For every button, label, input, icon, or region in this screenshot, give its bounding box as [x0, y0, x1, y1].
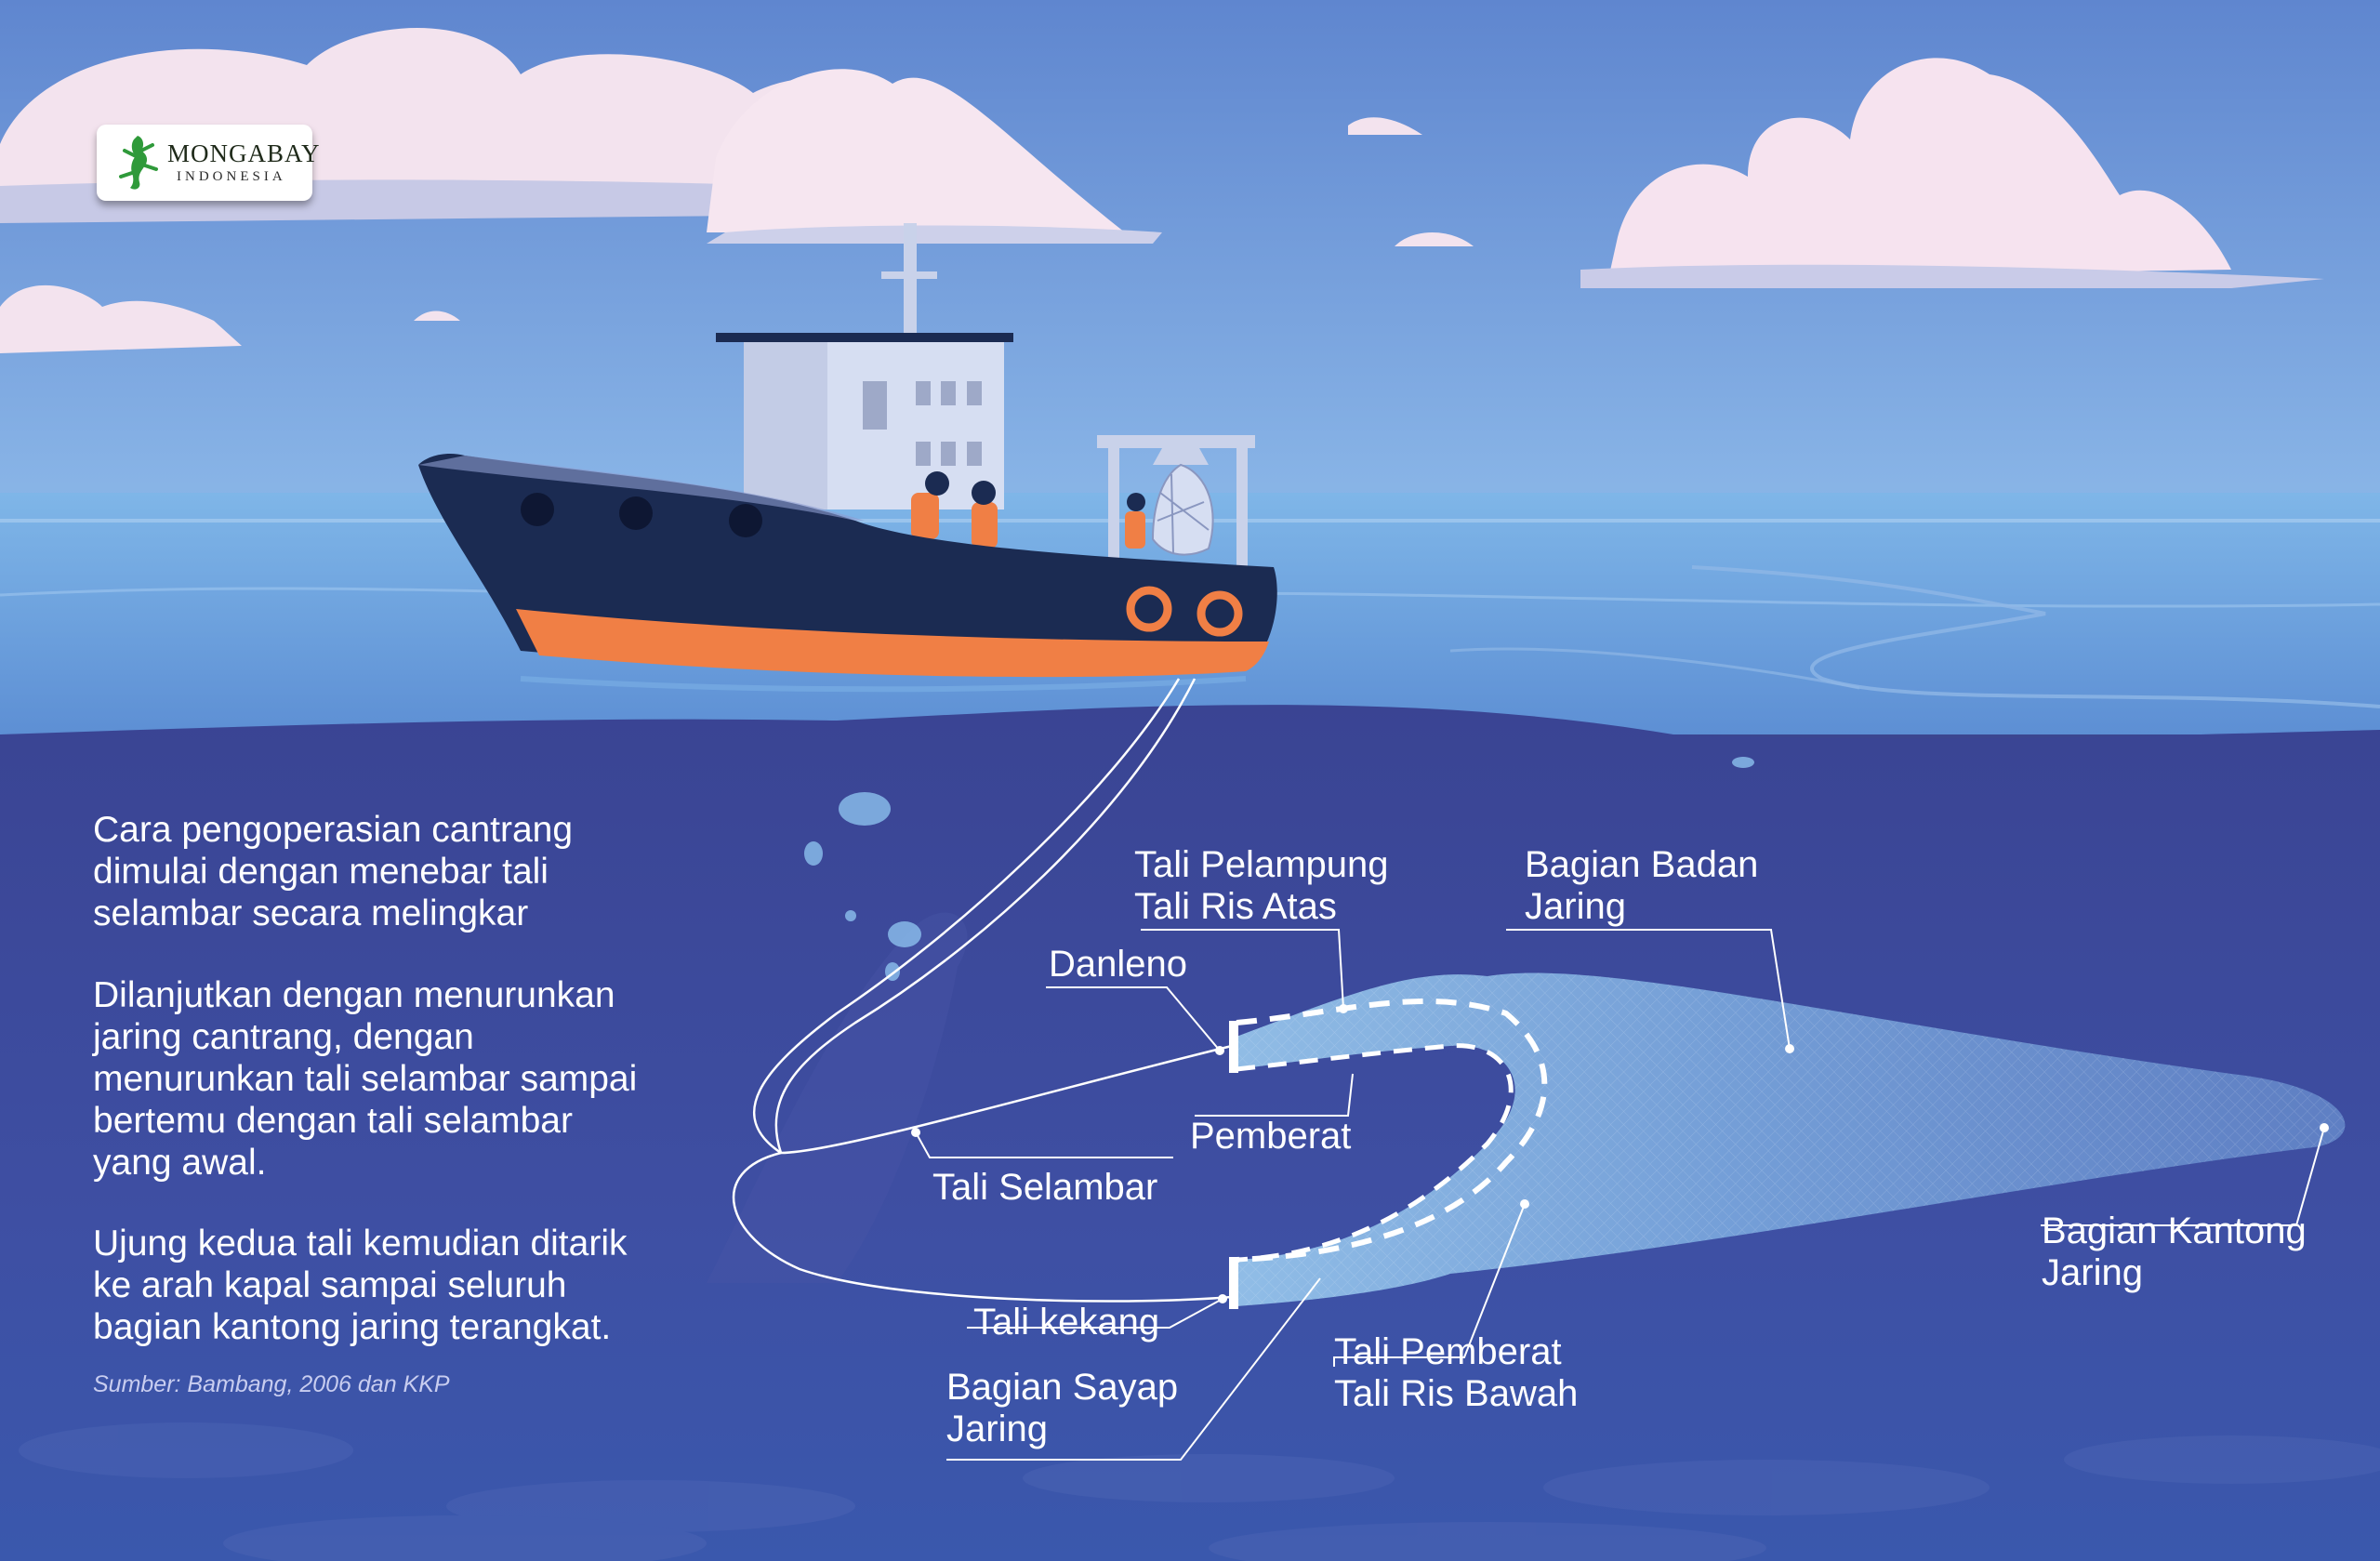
- cloud-right: [1608, 58, 2231, 280]
- tali-selambar-ropes: [732, 678, 1233, 1303]
- source-note: Sumber: Bambang, 2006 dan KKP: [93, 1371, 450, 1397]
- seafloor: [19, 1422, 2380, 1561]
- bubbles: [804, 757, 1754, 981]
- deep-water: [0, 705, 2380, 1561]
- leader-lines: [915, 929, 2325, 1461]
- label-tali-kekang: Tali kekang: [973, 1302, 1160, 1343]
- mongabay-logo: MONGABAY INDONESIA: [97, 125, 320, 201]
- hull-stripe: [516, 609, 1269, 678]
- lifebuoy-1: [1126, 586, 1172, 632]
- sinker-line: [1236, 1043, 1514, 1263]
- cloud-top-center: [707, 69, 1125, 233]
- float-line: [1236, 999, 1548, 1263]
- danleno-top: [1229, 1021, 1238, 1073]
- fishing-boat: [418, 223, 1277, 693]
- label-pemberat: Pemberat: [1190, 1116, 1352, 1157]
- leader-dots: [911, 1004, 2329, 1303]
- net: [1229, 972, 2346, 1309]
- logo-brand: MONGABAY: [167, 139, 321, 167]
- lifebuoy-2: [1197, 590, 1243, 637]
- danleno-bottom: [1229, 1257, 1238, 1309]
- label-tali-selambar: Tali Selambar: [932, 1167, 1158, 1208]
- logo-sub: INDONESIA: [177, 169, 286, 184]
- label-danleno: Danleno: [1049, 944, 1188, 985]
- cabin-roof: [716, 333, 1013, 342]
- crew: [911, 471, 1145, 549]
- gecko-icon: [119, 136, 158, 190]
- cloud-small-left: [0, 284, 242, 353]
